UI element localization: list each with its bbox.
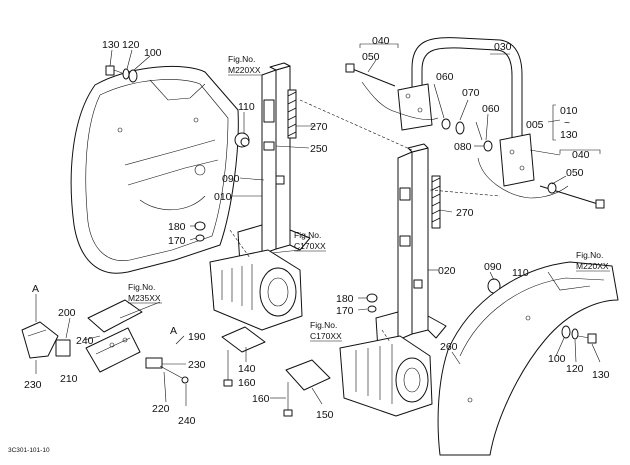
- fig-ref-c170-left-line1: Fig.No.: [294, 230, 321, 240]
- fig-ref-m220-right: Fig.No. M220XX: [576, 250, 610, 272]
- label-A-a: A: [32, 283, 39, 295]
- label-160-b: 160: [252, 393, 270, 405]
- fig-ref-m220-top-line1: Fig.No.: [228, 54, 255, 64]
- label-170-a: 170: [168, 235, 186, 247]
- label-190: 190: [188, 331, 206, 343]
- label-110-b: 110: [512, 267, 529, 279]
- label-010-a: 010: [214, 191, 232, 203]
- right-bolt-group: [561, 325, 597, 344]
- fig-ref-m235-line1: Fig.No.: [128, 282, 155, 292]
- label-100-b: 100: [548, 353, 566, 365]
- fig-ref-m220-top: Fig.No. M220XX: [228, 54, 262, 76]
- left-housing: [209, 249, 303, 331]
- label-060-a: 060: [436, 71, 454, 83]
- center-housing: [339, 335, 433, 417]
- label-200: 200: [58, 307, 76, 319]
- left-fender: [70, 65, 239, 274]
- label-270-a: 270: [310, 121, 328, 133]
- label-170-b: 170: [336, 305, 354, 317]
- label-180-a: 180: [168, 221, 186, 233]
- label-090-b: 090: [484, 261, 502, 273]
- pins-and-clips: [345, 63, 605, 209]
- fig-ref-c170-mid-line1: Fig.No.: [310, 320, 337, 330]
- label-240-b: 240: [178, 415, 196, 427]
- label-090-a: 090: [222, 173, 240, 185]
- fig-ref-c170-left: Fig.No. C170XX: [294, 230, 326, 252]
- label-240-a: 240: [76, 335, 94, 347]
- fig-ref-m220-right-line2: M220XX: [576, 261, 609, 271]
- label-160-a: 160: [238, 377, 256, 389]
- label-130-c: 130: [592, 369, 610, 381]
- label-220: 220: [152, 403, 170, 415]
- label-040-b: 040: [572, 149, 590, 161]
- label-plate-270-right: [431, 175, 441, 229]
- right-fender: [437, 261, 619, 456]
- label-040-a: 040: [372, 35, 390, 47]
- fig-ref-m235: Fig.No. M235XX: [128, 282, 162, 304]
- label-180-b: 180: [336, 293, 354, 305]
- label-250: 250: [310, 143, 328, 155]
- label-110-a: 110: [238, 101, 255, 113]
- footer-code: 3C301-101-10: [8, 447, 50, 454]
- label-005: 005: [526, 119, 544, 131]
- label-060-b: 060: [482, 103, 500, 115]
- bracket-assembly: [21, 299, 189, 384]
- fig-ref-m235-line2: M235XX: [128, 293, 161, 303]
- label-210: 210: [60, 373, 78, 385]
- bushing-left: [234, 132, 250, 148]
- label-230-a: 230: [24, 379, 42, 391]
- label-A-b: A: [170, 325, 177, 337]
- label-260: 260: [440, 341, 458, 353]
- label-tilde: ~: [564, 117, 570, 129]
- label-050-a: 050: [362, 51, 380, 63]
- label-270-b: 270: [456, 207, 474, 219]
- label-230-b: 230: [188, 359, 206, 371]
- fig-ref-c170-mid-line2: C170XX: [310, 331, 342, 341]
- nut-washer-mid: [366, 293, 378, 313]
- label-070: 070: [462, 87, 480, 99]
- label-030: 030: [494, 41, 512, 53]
- base-plate-140: [221, 326, 266, 387]
- label-130-b: 130: [560, 129, 578, 141]
- label-080: 080: [454, 141, 472, 153]
- label-140: 140: [238, 363, 256, 375]
- label-050-b: 050: [566, 167, 584, 179]
- label-020: 020: [438, 265, 456, 277]
- label-150: 150: [316, 409, 334, 421]
- leader-lines: [35, 43, 601, 406]
- label-100-a: 100: [144, 47, 162, 59]
- label-120-b: 120: [566, 363, 584, 375]
- label-010-b: 010: [560, 105, 578, 117]
- fig-ref-c170-mid: Fig.No. C170XX: [310, 320, 342, 342]
- roll-bar-frame: [397, 37, 535, 187]
- label-130-a: 130: [102, 39, 120, 51]
- fig-ref-c170-left-line2: C170XX: [294, 241, 326, 251]
- fig-ref-m220-right-line1: Fig.No.: [576, 250, 603, 260]
- label-plate-270-left: [287, 89, 297, 139]
- base-plate-150: [283, 359, 331, 417]
- right-post: [375, 143, 447, 351]
- figure-references: Fig.No. M220XX Fig.No. C170XX Fig.No. M2…: [128, 54, 610, 342]
- label-120-a: 120: [122, 39, 140, 51]
- part-number-labels: 130 120 100 110 270 250 090 010 180 170 …: [24, 35, 610, 427]
- fig-ref-m220-top-line2: M220XX: [228, 65, 261, 75]
